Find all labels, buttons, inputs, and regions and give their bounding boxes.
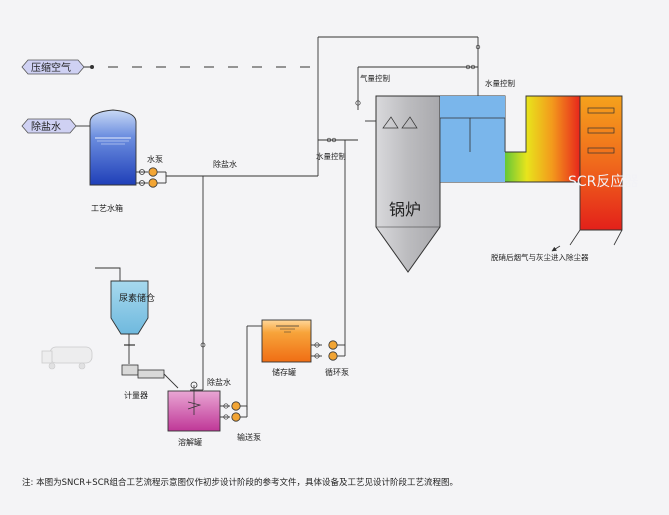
water-pump-label: 水泵: [147, 154, 163, 164]
scr-reactor: [551, 95, 623, 252]
pump-icon: [328, 351, 338, 361]
valve-icon: [475, 44, 481, 50]
footnote-text: 本图为SNCR+SCR组合工艺流程示意图仅作初步设计阶段的参考文件，具体设备及工…: [36, 478, 459, 488]
dissolve-tank: [167, 381, 221, 432]
water-pumps: [136, 167, 167, 188]
pump-icon: [328, 340, 338, 350]
storage-tank-label: 储存罐: [272, 367, 296, 377]
valve-icon: [326, 137, 332, 143]
storage-tank: [261, 319, 312, 363]
scr-reactor-label: SCR反应器: [568, 173, 638, 190]
metering-label: 计量器: [124, 390, 148, 400]
valve-icon: [355, 100, 361, 106]
flow-control-1-label: 气量控制: [360, 73, 390, 83]
valve-icon: [465, 64, 471, 70]
valve-icon: [331, 137, 337, 143]
boiler-label: 锅炉: [389, 200, 421, 219]
urea-silo-label: 尿素储仓: [119, 292, 155, 304]
transfer-pump-label: 输送泵: [237, 432, 261, 442]
demin-water-line-label: 除盐水: [213, 159, 237, 169]
circulation-pump-label: 循环泵: [325, 367, 349, 377]
process-tank-label: 工艺水箱: [91, 203, 123, 213]
footnote: 注: 本图为SNCR+SCR组合工艺流程示意图仅作初步设计阶段的参考文件，具体设…: [22, 476, 662, 488]
pump-icon: [231, 401, 241, 411]
compressed-air-label: 压缩空气: [31, 61, 71, 74]
dissolve-tank-label: 溶解罐: [178, 437, 202, 447]
process-water-tank: [89, 109, 137, 186]
footnote-prefix: 注:: [22, 478, 34, 488]
pump-icon: [148, 178, 158, 188]
pump-icon: [148, 167, 158, 177]
valve-icon: [200, 342, 206, 348]
pump-icon: [231, 412, 241, 422]
compressed-air-label-box: 压缩空气: [21, 59, 85, 75]
flow-control-2-label: 水量控制: [485, 78, 515, 88]
flow-control-3-label: 水量控制: [316, 151, 346, 161]
demin-water-label: 除盐水: [31, 120, 61, 133]
boiler: [365, 95, 441, 273]
valve-icon: [470, 64, 476, 70]
transfer-pumps: [220, 325, 262, 422]
truck-icon: [41, 346, 93, 370]
flue-duct: [439, 95, 581, 183]
circulation-pumps: [311, 340, 346, 361]
metering-device: [121, 364, 179, 389]
demin-water-label-box: 除盐水: [21, 118, 77, 134]
air-check-point: [90, 65, 94, 69]
demin-water-2-label: 除盐水: [207, 377, 231, 387]
mixer-motor-icon: [190, 381, 198, 389]
urea-silo: [95, 267, 149, 364]
outlet-note-label: 脱硝后烟气与灰尘进入除尘器: [491, 252, 589, 262]
